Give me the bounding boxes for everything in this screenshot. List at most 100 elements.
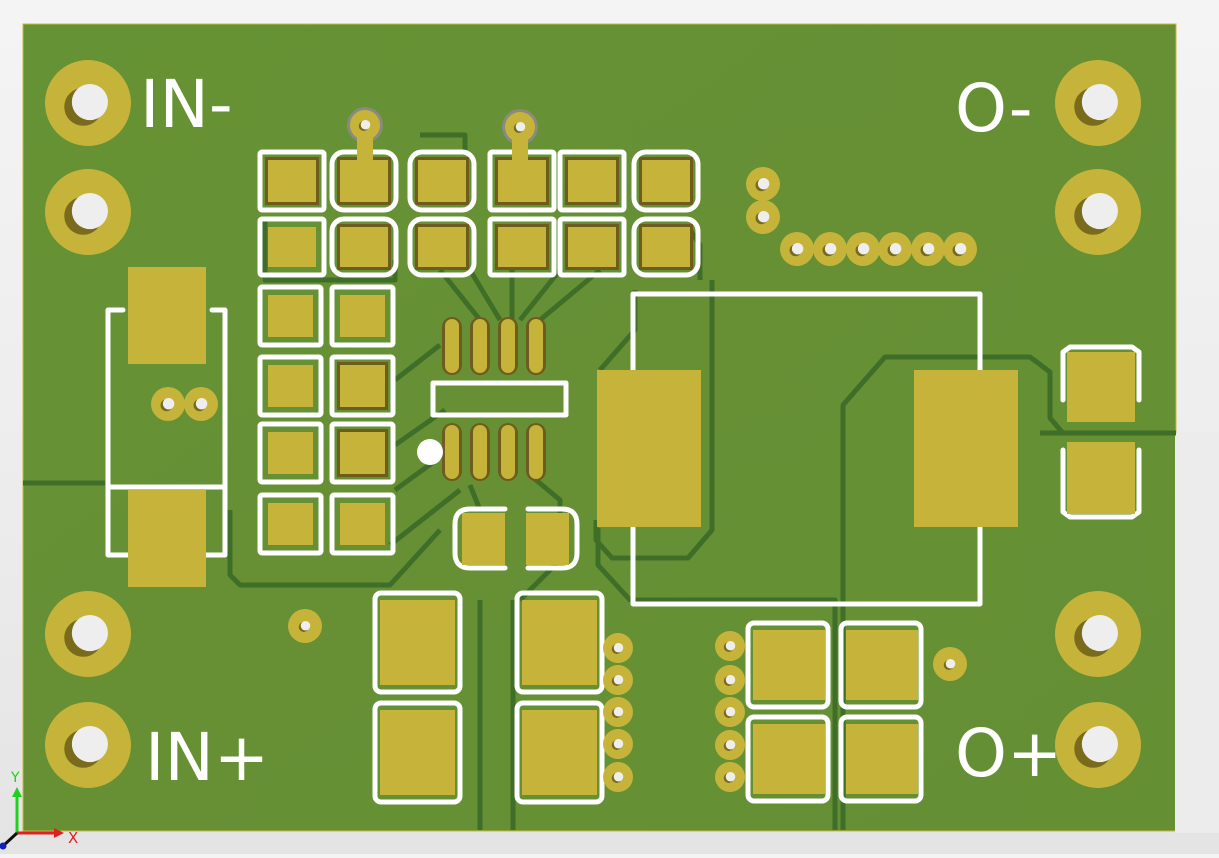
pad-silk-outline: [329, 492, 396, 556]
smd-pad: [257, 149, 327, 213]
pad-silk-outline: [257, 492, 324, 556]
mounting-hole: [45, 60, 131, 146]
via-hole: [954, 243, 967, 255]
smd-pad: [557, 216, 627, 278]
via-hole: [1081, 84, 1118, 121]
smd-pad: [462, 513, 505, 565]
axis-y-label: Y: [10, 770, 20, 786]
via: [603, 665, 633, 695]
smd-pad: [329, 149, 399, 213]
via-hole: [889, 243, 902, 255]
pad-copper: [340, 295, 385, 337]
mounting-hole: [45, 169, 131, 255]
pad-silk-outline: [257, 421, 324, 485]
via-hole: [613, 739, 624, 749]
via: [184, 387, 218, 421]
via-hole: [71, 726, 108, 763]
smd-pad: [257, 216, 327, 278]
smd-pad: [257, 492, 324, 556]
smd-pad: [407, 149, 477, 213]
via: [780, 232, 814, 266]
via-hole: [857, 243, 870, 255]
ic-pin: [445, 425, 459, 479]
via: [603, 697, 633, 727]
smd-pad: [631, 149, 701, 213]
ic-pin: [473, 319, 487, 373]
via: [715, 762, 745, 792]
label-in-minus: IN-: [140, 66, 233, 143]
via-hole: [613, 643, 624, 653]
via: [878, 232, 912, 266]
pin1-marker: [417, 439, 443, 465]
via: [715, 697, 745, 727]
via-hole: [725, 707, 736, 717]
pad-silk-outline: [407, 149, 477, 213]
via-hole: [791, 243, 804, 255]
via: [288, 609, 322, 643]
via-hole: [725, 740, 736, 750]
pad-copper: [418, 227, 466, 267]
via: [715, 631, 745, 661]
pad-silk-outline: [257, 149, 327, 213]
via-hole: [725, 675, 736, 685]
smd-pad: [1067, 442, 1135, 514]
pad-copper: [642, 227, 690, 267]
via-hole: [757, 178, 770, 190]
pad-copper: [340, 365, 385, 407]
pad-silk-outline: [745, 714, 831, 804]
pad-copper: [268, 227, 316, 267]
smd-pad: [257, 354, 324, 418]
pad-copper: [498, 227, 546, 267]
label-out-minus: O-: [955, 70, 1033, 147]
ic-pin: [445, 319, 459, 373]
smd-pad: [526, 513, 569, 565]
via-hole: [515, 122, 526, 132]
via-hole: [71, 615, 108, 652]
via-hole: [195, 398, 208, 410]
via: [911, 232, 945, 266]
smd-pad: [407, 216, 477, 278]
smd-pad: [522, 710, 597, 795]
smd-pad: [631, 216, 701, 278]
via-hole: [1081, 726, 1118, 763]
pad-silk-outline: [372, 700, 463, 805]
mounting-hole: [1055, 169, 1141, 255]
pad-silk-outline: [514, 700, 605, 805]
pad-silk-outline: [257, 354, 324, 418]
via-hole: [71, 84, 108, 121]
via-hole: [300, 621, 311, 631]
pad-silk-outline: [745, 620, 831, 710]
pad-copper: [268, 365, 313, 407]
pad-silk-outline: [329, 216, 399, 278]
smd-pad: [380, 710, 455, 795]
inductor-pad: [597, 370, 701, 527]
pad-copper: [568, 160, 616, 202]
smd-pads: [128, 107, 1135, 805]
ic-pin: [473, 425, 487, 479]
pad-silk-outline: [257, 216, 327, 278]
via: [746, 200, 780, 234]
pad-copper: [340, 227, 388, 267]
smd-pad: [380, 600, 455, 685]
pad-silk-outline: [407, 216, 477, 278]
mounting-hole: [1055, 60, 1141, 146]
smd-pad: [557, 149, 627, 213]
pad-silk-outline: [372, 590, 463, 695]
pad-silk-outline: [838, 714, 924, 804]
smd-pad: [329, 354, 396, 418]
via-tab: [512, 137, 528, 165]
ic-pin: [529, 319, 543, 373]
via: [350, 110, 380, 140]
pad-copper: [268, 503, 313, 545]
smd-pad: [257, 284, 324, 348]
via-hole: [1081, 615, 1118, 652]
smd-pad: [753, 630, 825, 700]
via-hole: [757, 211, 770, 223]
ic-pin: [529, 425, 543, 479]
mounting-hole: [45, 702, 131, 788]
ic-pin: [501, 425, 515, 479]
axis-gizmo: Y X: [0, 770, 78, 850]
via: [813, 232, 847, 266]
